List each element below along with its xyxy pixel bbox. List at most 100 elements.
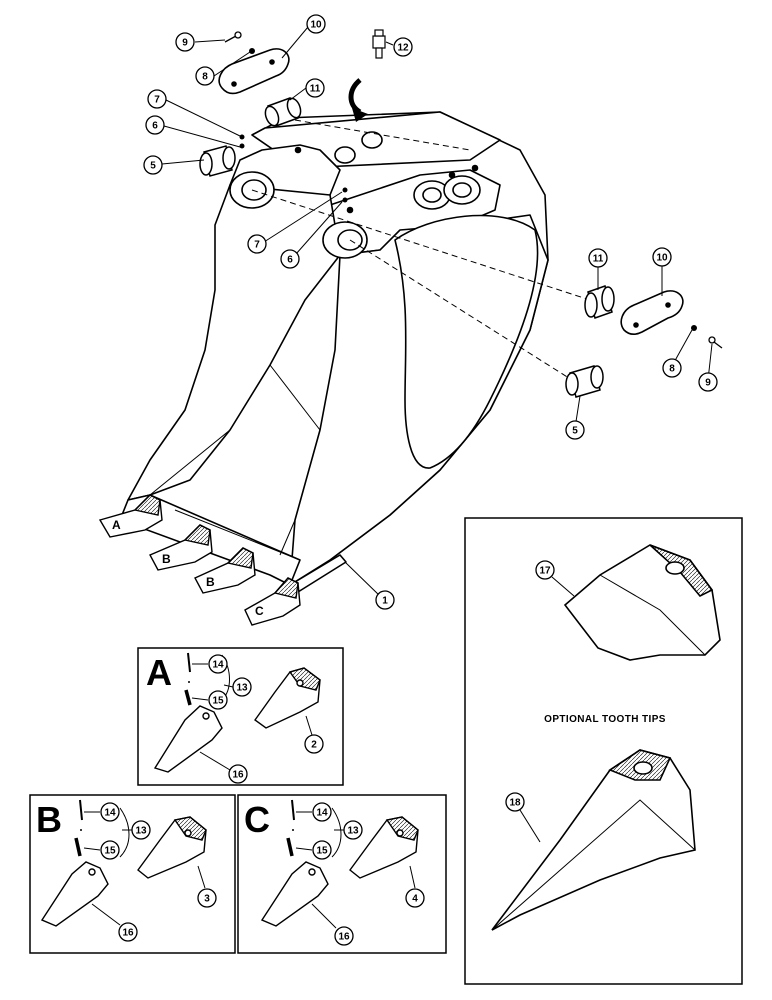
washer-8-left bbox=[249, 48, 255, 54]
tooth-label-b1: B bbox=[162, 552, 171, 566]
callout-7-left: 7 bbox=[147, 89, 167, 109]
bushing-5-left bbox=[199, 145, 236, 177]
svg-text:12: 12 bbox=[397, 43, 409, 54]
callout-1: 1 bbox=[375, 590, 395, 610]
panel-b: B 14 15 13 bbox=[29, 794, 236, 954]
washer-8-right bbox=[691, 325, 697, 331]
tooth-label-c: C bbox=[255, 604, 264, 618]
callout-13-c: 13 bbox=[343, 820, 363, 840]
callout-5-left: 5 bbox=[143, 155, 163, 175]
svg-text:14: 14 bbox=[316, 808, 328, 819]
svg-text:14: 14 bbox=[104, 808, 116, 819]
fitting-6-left bbox=[239, 143, 245, 149]
svg-text:2: 2 bbox=[311, 740, 317, 751]
tooth-label-b2: B bbox=[206, 575, 215, 589]
svg-text:15: 15 bbox=[316, 846, 328, 857]
callout-11-right: 11 bbox=[588, 248, 608, 268]
callout-11-left: 11 bbox=[305, 78, 325, 98]
svg-text:16: 16 bbox=[122, 928, 134, 939]
callout-8-left: 8 bbox=[195, 66, 215, 86]
svg-text:18: 18 bbox=[509, 798, 521, 809]
svg-text:17: 17 bbox=[539, 566, 551, 577]
bucket-tooth-b1 bbox=[149, 524, 213, 571]
lube-arrow-head bbox=[352, 108, 368, 122]
svg-text:13: 13 bbox=[347, 826, 359, 837]
optional-tips-panel: OPTIONAL TOOTH TIPS 17 18 bbox=[464, 517, 743, 985]
callout-14-c: 14 bbox=[312, 802, 332, 822]
bushing-11-right bbox=[584, 285, 615, 319]
svg-text:16: 16 bbox=[338, 932, 350, 943]
svg-text:6: 6 bbox=[152, 121, 158, 132]
svg-text:16: 16 bbox=[232, 770, 244, 781]
fitting-7-mid bbox=[342, 187, 348, 193]
callout-13-a: 13 bbox=[232, 677, 252, 697]
svg-text:7: 7 bbox=[254, 240, 260, 251]
panel-a-letter: A bbox=[146, 652, 172, 693]
svg-text:15: 15 bbox=[212, 696, 224, 707]
svg-text:3: 3 bbox=[204, 894, 210, 905]
svg-text:7: 7 bbox=[154, 95, 160, 106]
svg-text:13: 13 bbox=[236, 683, 248, 694]
callout-16-c: 16 bbox=[334, 926, 354, 946]
callout-17: 17 bbox=[535, 560, 555, 580]
callout-5-right: 5 bbox=[565, 420, 585, 440]
tooth-tip-18 bbox=[491, 749, 696, 931]
panel-c: C 14 15 13 bbox=[237, 794, 447, 954]
callout-4: 4 bbox=[405, 888, 425, 908]
svg-text:9: 9 bbox=[705, 378, 711, 389]
lube-arrow bbox=[348, 78, 362, 115]
svg-text:10: 10 bbox=[656, 253, 668, 264]
callout-6-left: 6 bbox=[145, 115, 165, 135]
bucket-tooth-c bbox=[244, 577, 301, 626]
callout-3: 3 bbox=[197, 888, 217, 908]
bolt-9-left bbox=[224, 31, 242, 43]
callout-10-left: 10 bbox=[306, 14, 326, 34]
fitting-7-left bbox=[239, 134, 245, 140]
callout-2: 2 bbox=[304, 734, 324, 754]
svg-text:9: 9 bbox=[182, 38, 188, 49]
callout-15-c: 15 bbox=[312, 840, 332, 860]
cover-plate-10-right bbox=[620, 290, 684, 335]
svg-text:11: 11 bbox=[310, 84, 321, 95]
bolt-9-right bbox=[708, 336, 723, 349]
svg-text:1: 1 bbox=[382, 596, 388, 607]
callout-9-left: 9 bbox=[175, 32, 195, 52]
cover-plate-10-left bbox=[218, 48, 290, 95]
optional-tips-title: OPTIONAL TOOTH TIPS bbox=[544, 714, 666, 725]
svg-text:4: 4 bbox=[412, 894, 418, 905]
callout-6-mid: 6 bbox=[280, 249, 300, 269]
callout-7-mid: 7 bbox=[247, 234, 267, 254]
callout-10-right: 10 bbox=[652, 247, 672, 267]
svg-text:5: 5 bbox=[150, 161, 156, 172]
callout-14-a: 14 bbox=[208, 654, 228, 674]
panel-b-letter: B bbox=[36, 799, 62, 840]
svg-text:10: 10 bbox=[310, 20, 322, 31]
callout-18: 18 bbox=[505, 792, 525, 812]
callout-13-b: 13 bbox=[131, 820, 151, 840]
callout-15-a: 15 bbox=[208, 690, 228, 710]
callout-15-b: 15 bbox=[100, 840, 120, 860]
bushing-5-right bbox=[565, 365, 604, 398]
callout-16-a: 16 bbox=[228, 764, 248, 784]
bushing-11-left bbox=[264, 97, 302, 127]
svg-text:11: 11 bbox=[593, 254, 604, 265]
tooth-tip-17 bbox=[563, 544, 721, 661]
callout-14-b: 14 bbox=[100, 802, 120, 822]
callout-12: 12 bbox=[393, 37, 413, 57]
panel-a: A 14 15 13 bbox=[137, 647, 344, 786]
callout-9-right: 9 bbox=[698, 372, 718, 392]
svg-text:6: 6 bbox=[287, 255, 293, 266]
grease-fitting-12 bbox=[372, 29, 386, 59]
bucket-tooth-b2 bbox=[194, 547, 256, 594]
svg-text:14: 14 bbox=[212, 660, 224, 671]
panel-c-letter: C bbox=[244, 799, 270, 840]
callout-16-b: 16 bbox=[118, 922, 138, 942]
svg-text:15: 15 bbox=[104, 846, 116, 857]
svg-text:8: 8 bbox=[202, 72, 208, 83]
svg-text:8: 8 bbox=[669, 364, 675, 375]
bucket-tooth-a bbox=[98, 494, 163, 538]
svg-text:5: 5 bbox=[572, 426, 578, 437]
pin-axis-lines bbox=[251, 119, 591, 386]
tooth-label-a: A bbox=[112, 518, 121, 532]
